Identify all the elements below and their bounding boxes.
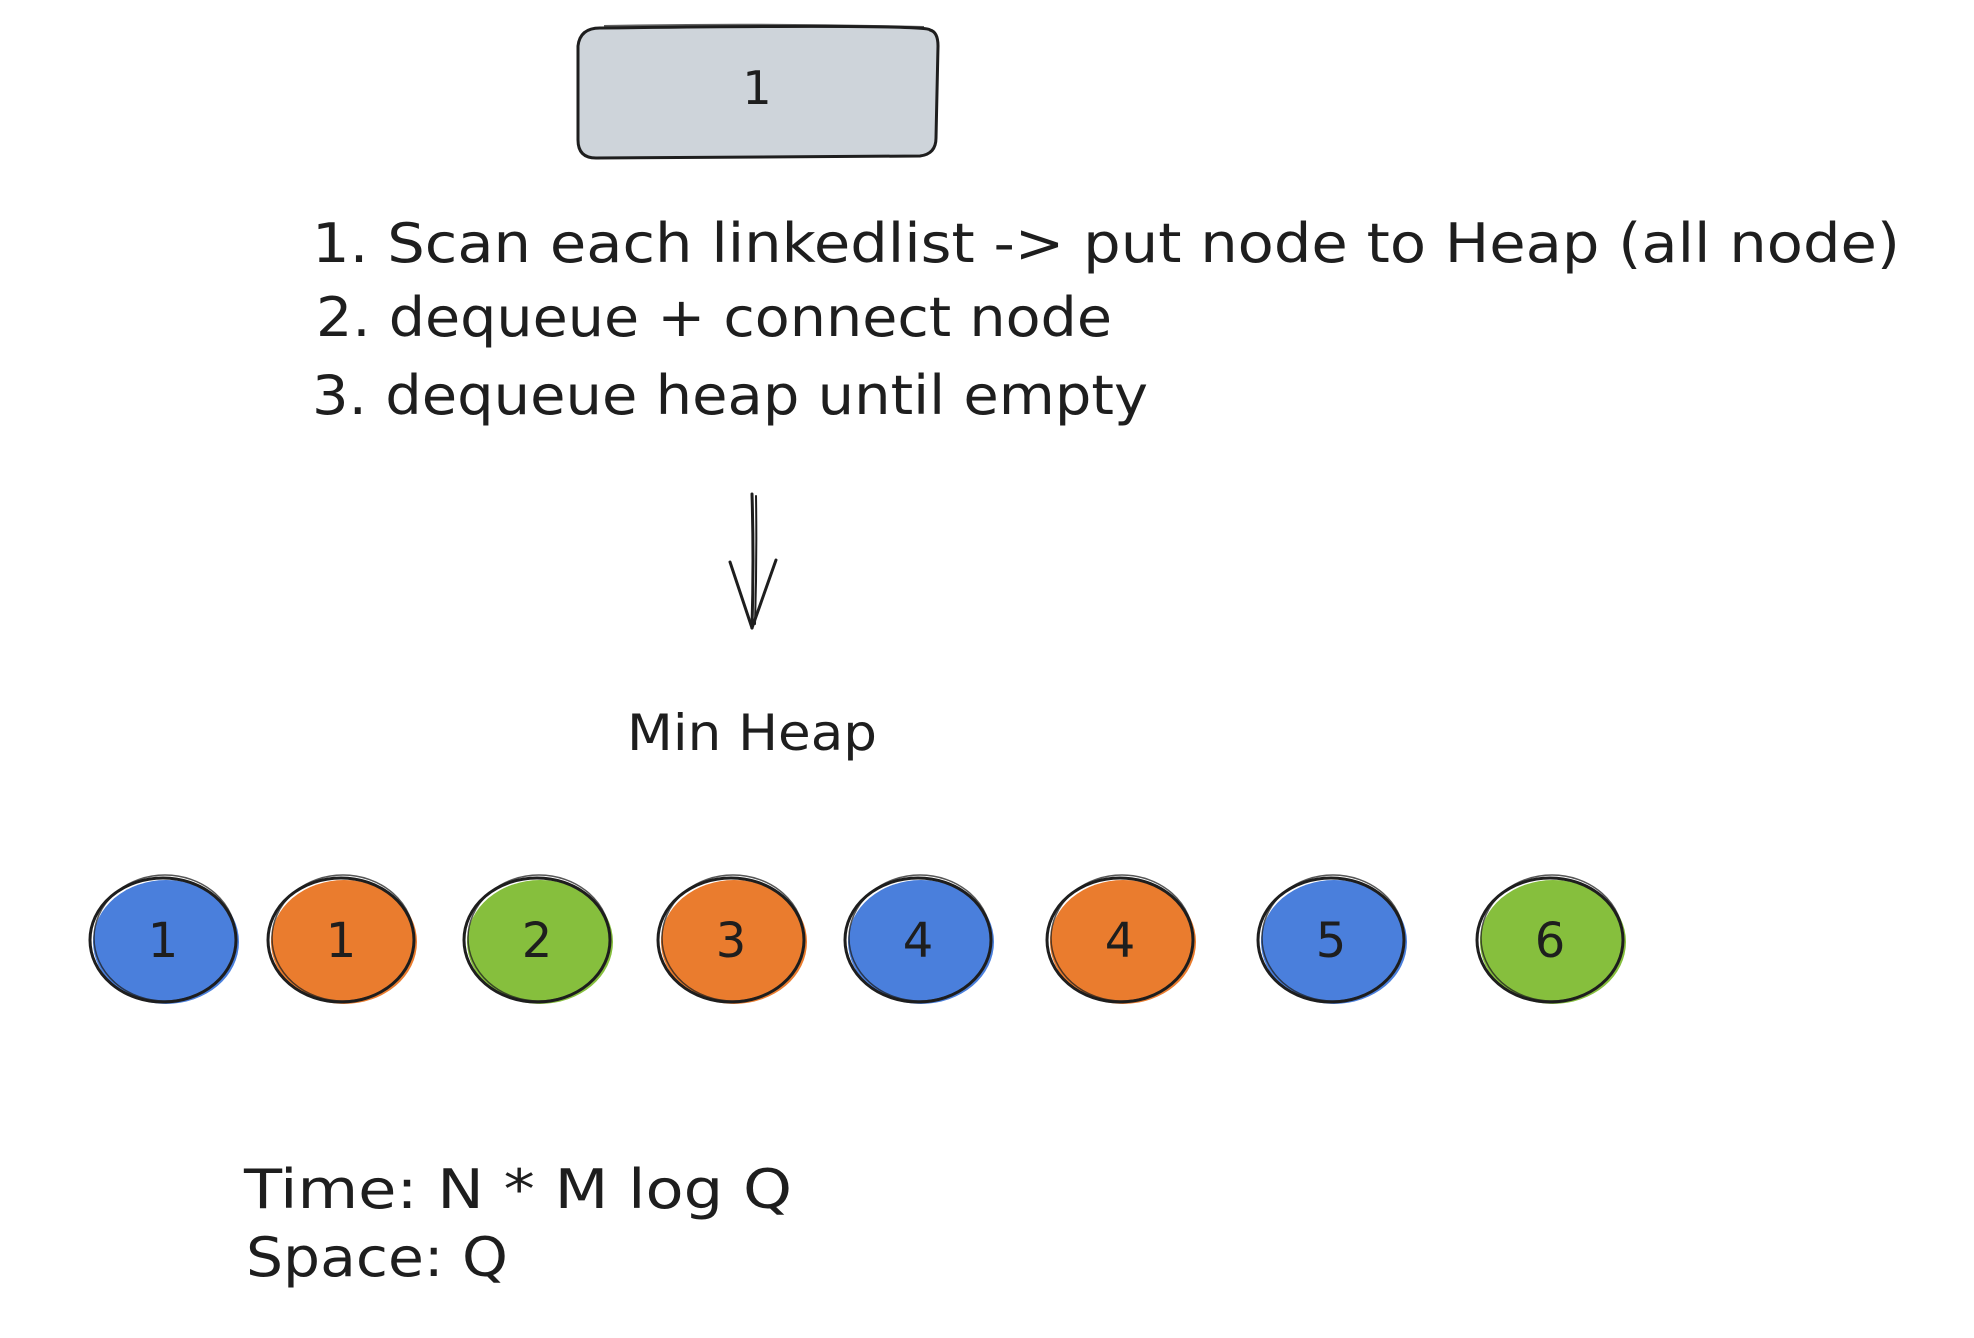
step-2: 2. dequeue + connect node [316,286,1112,349]
heap-node-fill [1050,880,1196,1004]
time-complexity: Time: N * M log Q [243,1158,792,1221]
down-arrow-head-right [750,558,778,630]
complexity: Time: N * M log Q Space: Q [243,1158,792,1289]
heap-node-5: 4 [843,874,994,1004]
heap-node-outline-sketch [1261,874,1405,1002]
heap-node-fill [93,880,239,1004]
heap-node-outline-sketch [93,874,237,1002]
heap-node-value: 4 [1105,913,1136,969]
heap-node-fill [848,880,994,1004]
heap-node-outline-sketch [661,874,805,1002]
heap-node-value: 1 [326,913,357,969]
heap-node-fill [467,880,613,1004]
heap-node-fill [1261,880,1407,1004]
top-node-box-sketch-line [603,23,925,28]
heap-node-value: 5 [1316,913,1347,969]
steps-list: 1. Scan each linkedlist -> put node to H… [312,212,1900,427]
heap-title: Min Heap [627,704,877,762]
heap-node-value: 4 [903,913,934,969]
heap-node-8: 6 [1475,874,1626,1004]
heap-node-4: 3 [656,874,807,1004]
heap-node-outline-sketch [1480,874,1624,1002]
heap-node-outline-sketch [271,874,415,1002]
down-arrow-shaft-sketch [754,495,758,625]
heap-node-value: 1 [148,913,179,969]
heap-node-fill [1480,880,1626,1004]
heap-node-outline-sketch [848,874,992,1002]
space-complexity: Space: Q [246,1226,508,1289]
down-arrow [728,492,778,630]
heap-node-1: 1 [88,874,239,1004]
top-node-box: 1 [576,23,940,160]
heap-node-fill [271,880,417,1004]
heap-node-fill [661,880,807,1004]
heap-node-outline-sketch [467,874,611,1002]
down-arrow-shaft [750,492,755,630]
heap-node-value: 2 [522,913,553,969]
heap-node-2: 1 [266,874,417,1004]
heap-node-value: 3 [716,913,747,969]
heap-node-value: 6 [1535,913,1566,969]
step-1: 1. Scan each linkedlist -> put node to H… [312,212,1900,275]
top-node-label: 1 [742,61,771,115]
heap-node-3: 2 [462,874,613,1004]
step-3: 3. dequeue heap until empty [312,364,1148,427]
down-arrow-head-left [728,560,754,630]
heap-node-6: 4 [1045,874,1196,1004]
heap-node-outline-sketch [1050,874,1194,1002]
heap-nodes: 1 1 2 3 4 4 5 6 [88,874,1626,1004]
heap-node-7: 5 [1256,874,1407,1004]
